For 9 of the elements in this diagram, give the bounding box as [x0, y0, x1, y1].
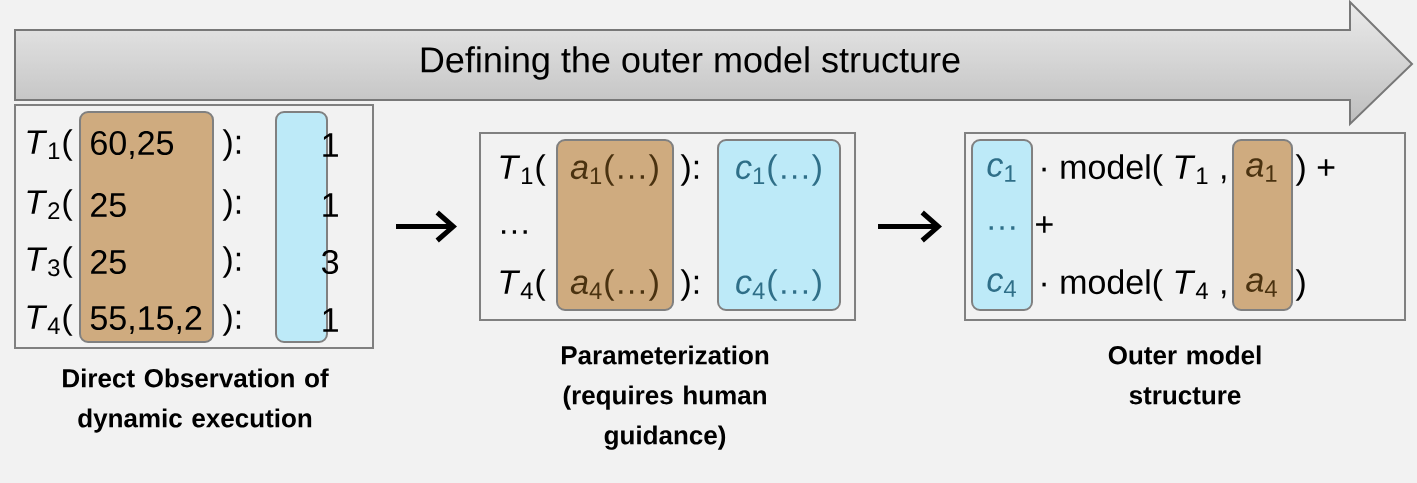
caption-text: Outer model structure	[1108, 345, 1261, 405]
highlight-bar: c$_{1}$(…) c$_{4}$(…)	[717, 139, 841, 311]
caption-text: Direct Observation of dynamic execution	[63, 368, 329, 433]
highlight-bar: c$_{1}$ … c$_{4}$	[971, 139, 1033, 311]
arrow	[878, 210, 942, 243]
highlight-bar: a$_{1}$ a$_{4}$	[1232, 139, 1293, 311]
caption-text: Parameterization (requires human guidance)	[561, 345, 769, 450]
highlight-bar: 60,25 25 25 55,15,2	[79, 111, 214, 343]
highlight-bar: a$_{1}$(…) a$_{4}$(…)	[556, 139, 674, 311]
